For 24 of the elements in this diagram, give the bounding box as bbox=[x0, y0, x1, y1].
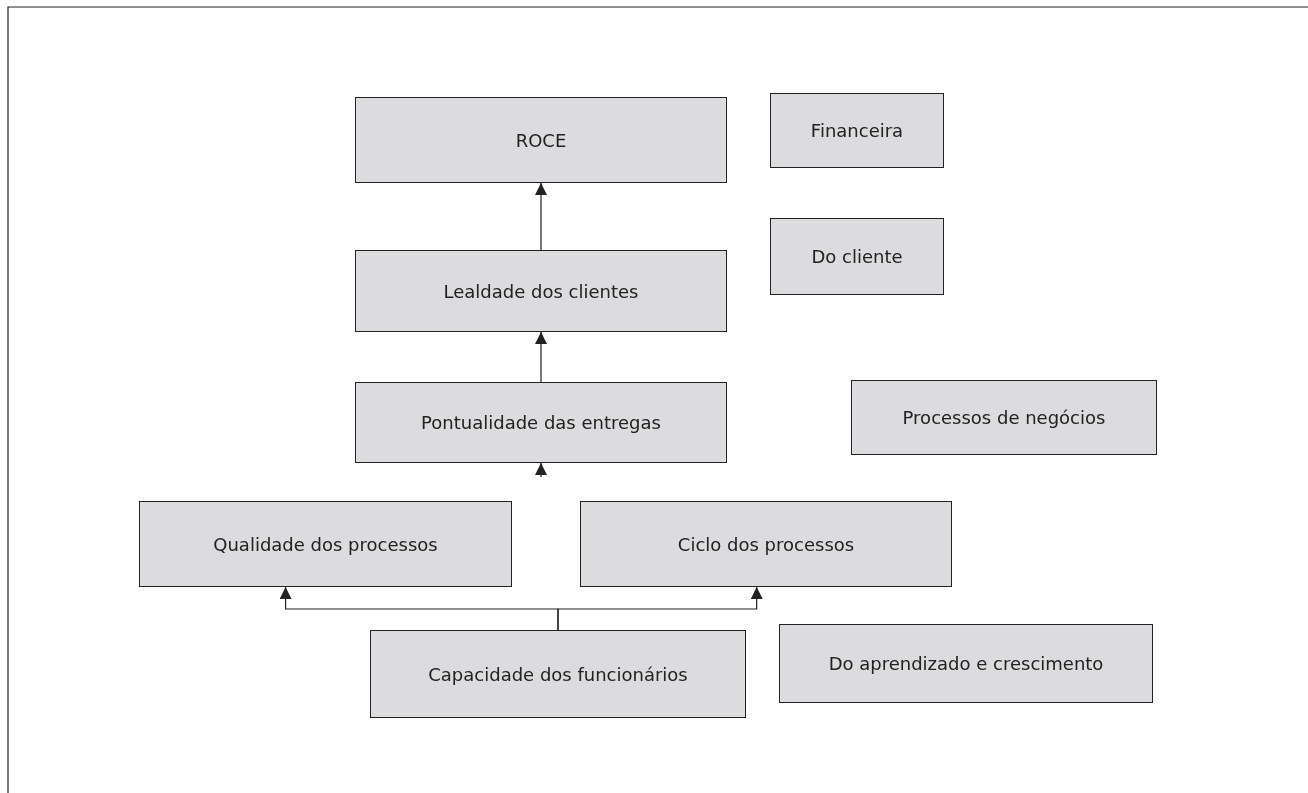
process-box bbox=[580, 501, 952, 587]
process-box bbox=[370, 630, 746, 718]
arrow bbox=[535, 462, 547, 478]
box-label: Ciclo dos processos bbox=[677, 533, 855, 555]
box-label: Financeira bbox=[810, 120, 904, 141]
process-box bbox=[139, 501, 512, 587]
process-box bbox=[355, 97, 727, 183]
process-box bbox=[770, 218, 944, 295]
process-box bbox=[770, 93, 944, 168]
box-label: Qualidade dos processos bbox=[213, 533, 438, 555]
arrow bbox=[535, 182, 547, 251]
process-box bbox=[851, 380, 1157, 455]
process-box bbox=[779, 624, 1153, 703]
box-label: Lealdade dos clientes bbox=[443, 280, 639, 302]
arrow bbox=[557, 586, 763, 631]
process-box bbox=[355, 250, 727, 332]
box-label: Do cliente bbox=[811, 246, 903, 267]
box-label: Pontualidade das entregas bbox=[421, 412, 661, 433]
process-box bbox=[355, 382, 727, 463]
box-label: Processos de negócios bbox=[902, 407, 1106, 428]
arrow bbox=[535, 331, 547, 383]
box-label: Capacidade dos funcionários bbox=[428, 663, 688, 685]
box-label: ROCE bbox=[515, 129, 567, 151]
box-label: Do aprendizado e crescimento bbox=[828, 653, 1104, 674]
